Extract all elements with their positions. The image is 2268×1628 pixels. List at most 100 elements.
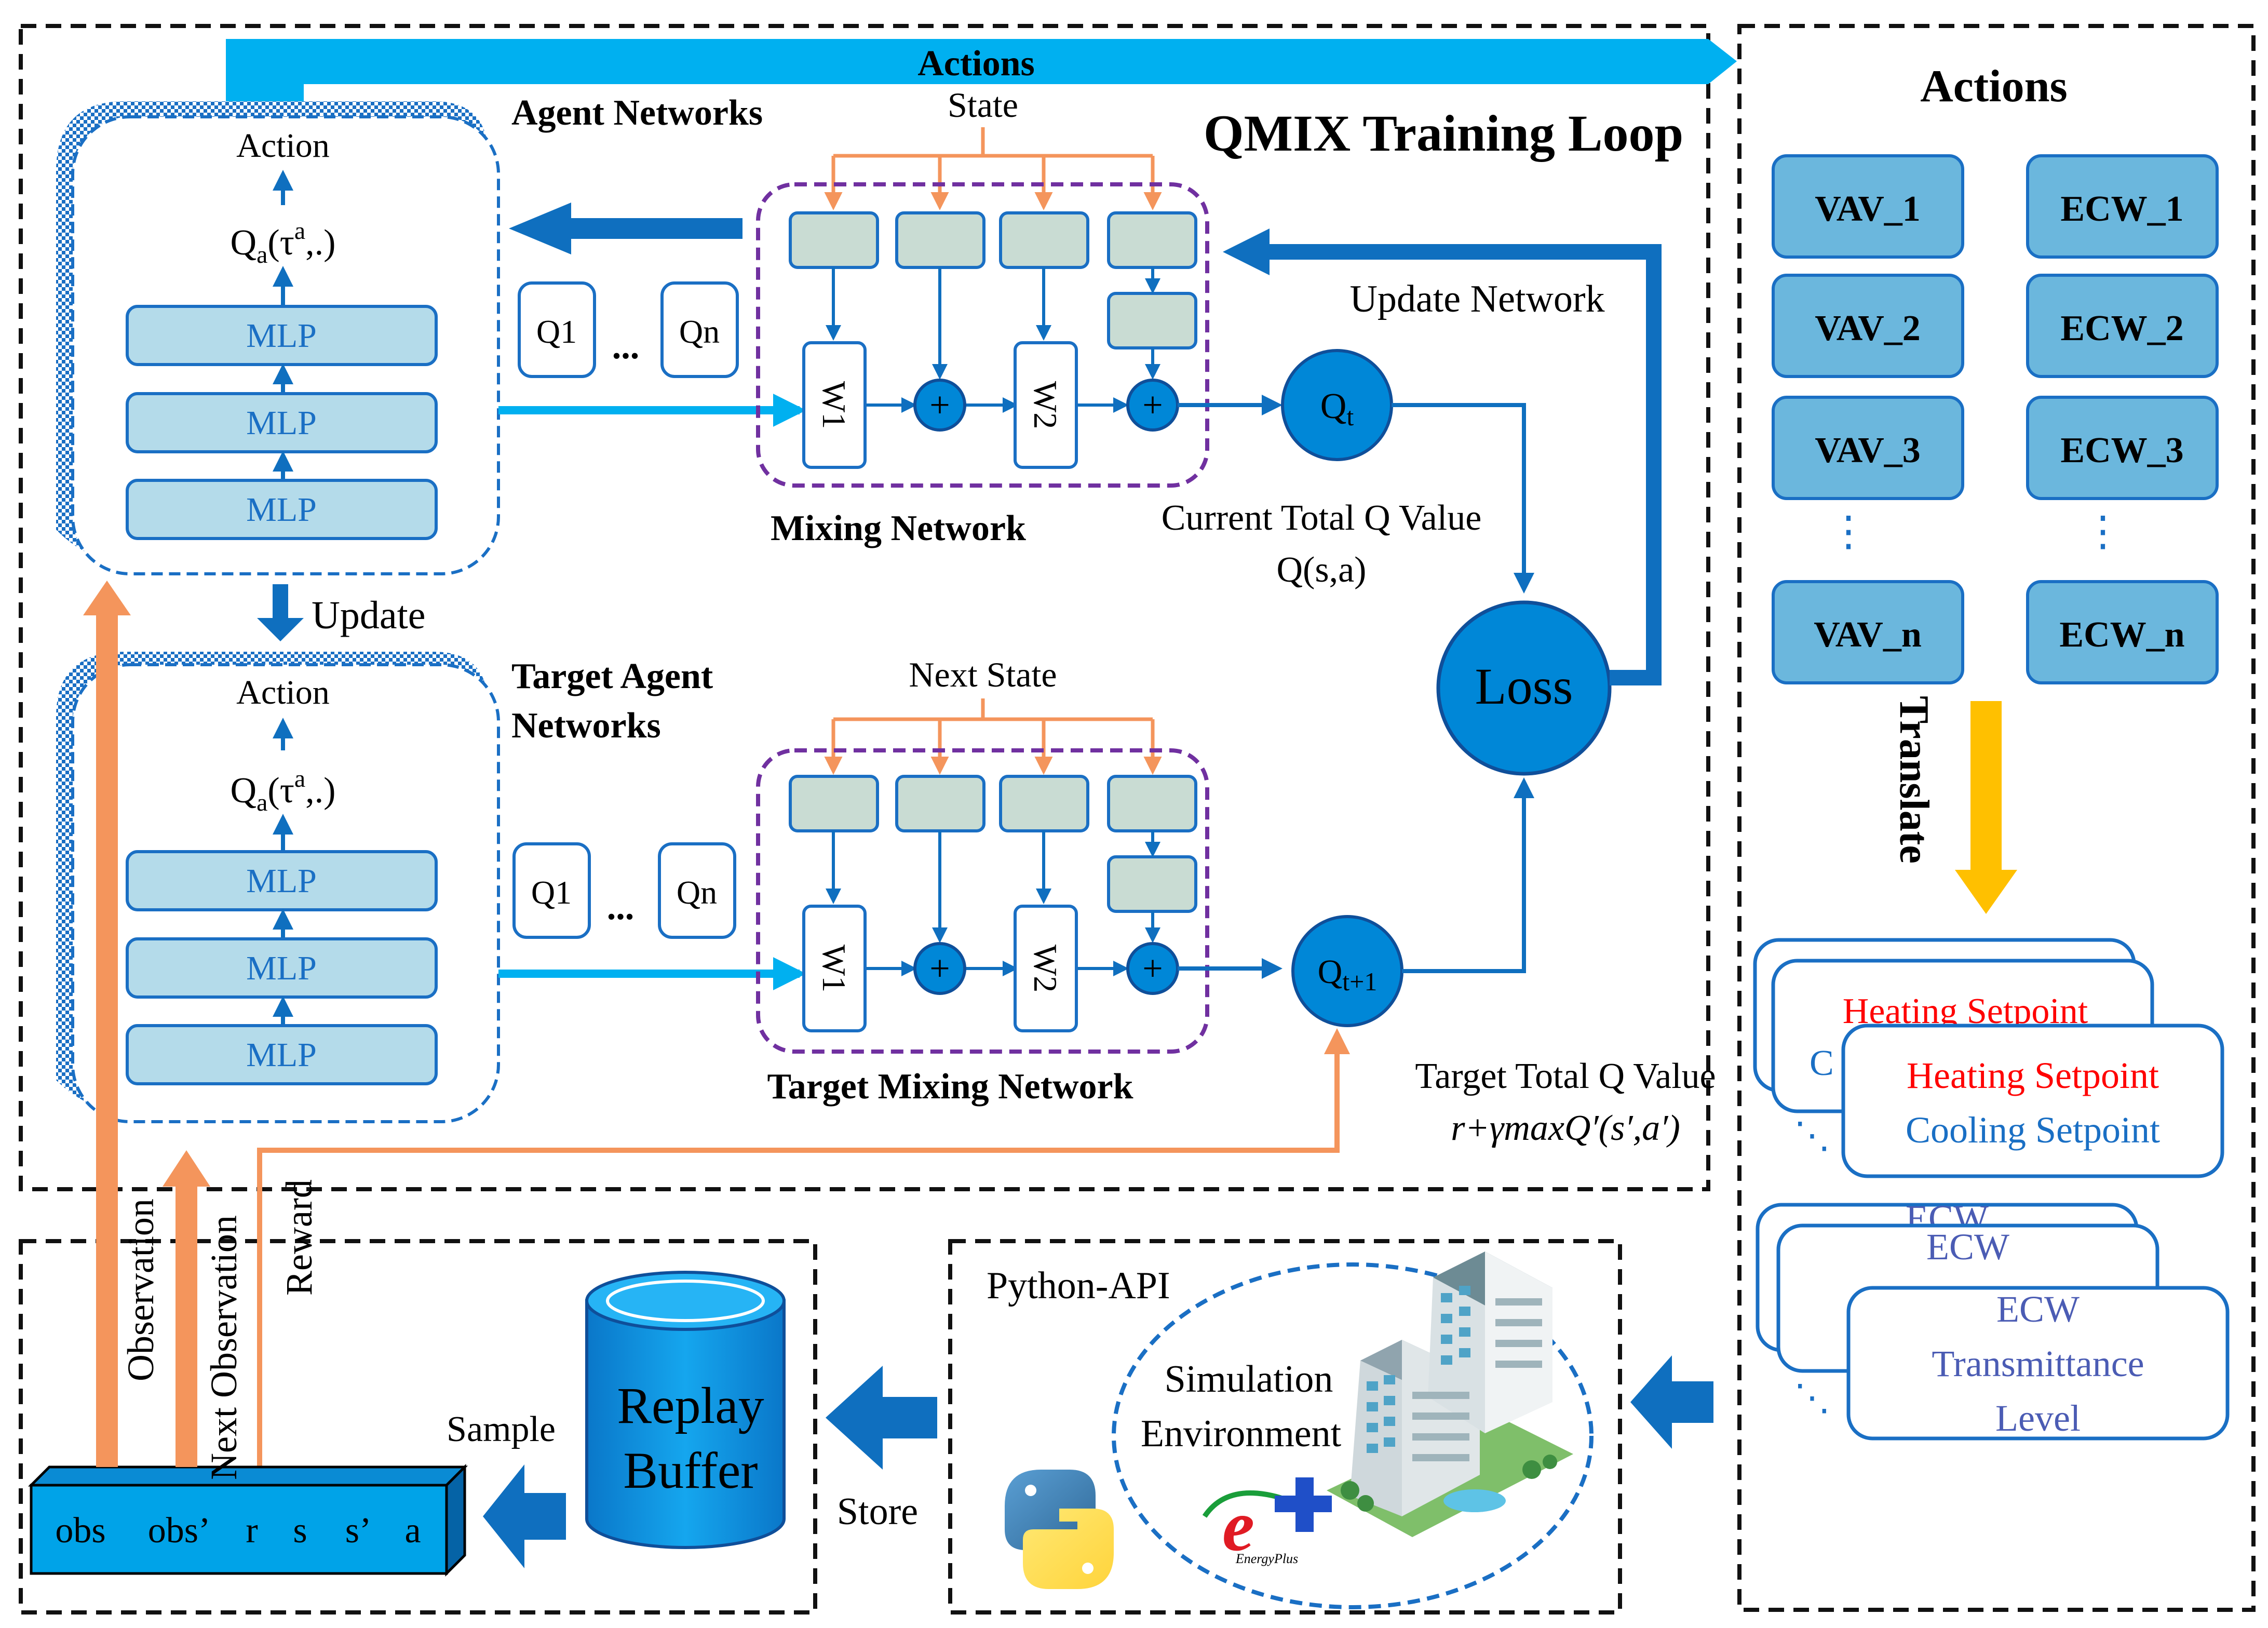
vav-n: VAV_n [1814, 615, 1922, 655]
target-qn-box [658, 842, 736, 939]
tuple-s: s [293, 1511, 307, 1551]
mix-to-agent-arrow [509, 203, 743, 254]
target-q-label: Qa(τa,.) [231, 765, 336, 816]
actions-banner-label: Actions [917, 44, 1035, 84]
target-qn-label: Qn [677, 874, 717, 911]
sim-label-2: Environment [1141, 1412, 1342, 1455]
actions-panel-title: Actions [1920, 61, 2068, 112]
vav-dots: ⋮ [1828, 509, 1869, 555]
actions-banner-arrow [226, 39, 1737, 84]
sample-arrow [483, 1464, 566, 1568]
agent-mlp-3-label: MLP [246, 491, 317, 529]
agent-q1-label: Q1 [536, 313, 577, 350]
mix-plus-1: + [929, 385, 950, 425]
loss-label: Loss [1475, 657, 1573, 715]
observation-label: Observation [120, 1199, 161, 1381]
ecw-front-1: ECW [1996, 1288, 2080, 1330]
vav-2: VAV_2 [1815, 308, 1921, 348]
target-mix-plus-1: + [929, 949, 950, 989]
agent-q1-box [518, 281, 596, 378]
update-network-label: Update Network [1349, 278, 1604, 320]
setpoint-stack-dots: ⋱ [1794, 1116, 1830, 1156]
target-q1-box [512, 842, 591, 939]
agent-networks-title: Agent Networks [511, 93, 763, 133]
store-arrow [826, 1366, 937, 1470]
current-total-q-expr: Q(s,a) [1277, 550, 1367, 590]
next-observation-arrow-shaft [176, 1184, 197, 1467]
energyplus-caption: EnergyPlus [1235, 1551, 1298, 1566]
observation-arrow-shaft [96, 613, 118, 1467]
target-agent-networks: Action Qa(τa,.) MLP MLP MLP [56, 652, 500, 1123]
target-mixing-network-title: Target Mixing Network [767, 1067, 1133, 1107]
qt1-to-loss [1402, 777, 1534, 973]
tuple-r: r [246, 1511, 258, 1551]
next-observation-label: Next Observation [203, 1215, 245, 1480]
ecw-2: ECW_2 [2060, 308, 2183, 348]
target-total-q: Target Total Q Value [1415, 1056, 1716, 1096]
ecw-n: ECW_n [2059, 615, 2184, 655]
agent-q-dots: ... [612, 327, 640, 367]
qmix-title: QMIX Training Loop [1204, 104, 1683, 162]
python-logo-icon [1005, 1470, 1114, 1589]
tuple-s-next: s’ [345, 1511, 372, 1551]
target-mlp-3 [126, 1024, 438, 1085]
training-loop-panel [19, 24, 1710, 1191]
ecw-boxes: ECW_1 ECW_2 ECW_3 ⋮ ECW_n [2026, 154, 2219, 684]
agent-action-label: Action [236, 127, 330, 165]
translate-arrow-shaft [1970, 701, 2002, 872]
target-mixing-network: Next State W1 + W2 [756, 655, 1282, 1054]
agent-qn-label: Qn [679, 313, 720, 350]
store-label: Store [837, 1490, 918, 1533]
next-observation-arrow-head [163, 1150, 210, 1187]
target-mix-w1-label: W1 [816, 945, 853, 992]
ecw-dots: ⋮ [2082, 509, 2124, 555]
current-total-q: Current Total Q Value [1162, 498, 1482, 538]
replay-buffer-label-2: Buffer [623, 1442, 758, 1499]
update-network-arrowhead [1223, 228, 1270, 275]
sim-label-1: Simulation [1165, 1358, 1333, 1401]
energyplus-logo: e EnergyPlus [1202, 1477, 1332, 1566]
vav-3: VAV_3 [1815, 430, 1921, 470]
reward-line [257, 1028, 1350, 1485]
vav-boxes: VAV_1 VAV_2 VAV_3 ⋮ VAV_n [1772, 154, 1964, 684]
svg-text:e: e [1222, 1486, 1254, 1566]
replay-panel [19, 1239, 817, 1614]
update-arrow-shaft [273, 584, 288, 621]
target-agent-title-2: Networks [511, 706, 661, 746]
target-agent-title-1: Target Agent [511, 656, 713, 696]
ecw-cards: ECW ECW ECW Transmittance Level ⋱ [1756, 1198, 2230, 1441]
target-mlp-3-label: MLP [246, 1036, 317, 1074]
mix-state-label: State [948, 85, 1018, 125]
target-total-q-expr: r+γmaxQ′(s′,a′) [1451, 1108, 1680, 1148]
tuple-labels: obs obs’ r s s’ a [55, 1511, 421, 1551]
target-mlp-2-label: MLP [246, 949, 317, 987]
ecw-1: ECW_1 [2060, 189, 2183, 229]
tuple-obs: obs [55, 1511, 105, 1551]
actions-to-env-arrow [1630, 1355, 1713, 1449]
python-api-label: Python-API [987, 1264, 1170, 1307]
target-mlp-1-label: MLP [246, 862, 317, 900]
actions-panel [1737, 24, 2256, 1612]
qt-to-loss [1392, 403, 1534, 594]
loss-node [1436, 600, 1612, 776]
update-label: Update [312, 594, 425, 637]
translate-arrow-head [1955, 870, 2017, 914]
agent-networks: Action Qa(τa,.) MLP MLP MLP [56, 101, 500, 575]
agent-qn-box [660, 281, 739, 378]
mix-plus-2: + [1142, 385, 1163, 425]
translate-label: Translate [1891, 696, 1937, 864]
observation-arrow-head [83, 581, 131, 615]
ecw-front-3: Level [1995, 1397, 2081, 1439]
update-network-arrow [1259, 244, 1662, 685]
agent-mlp-3 [126, 479, 438, 540]
agent-q-label: Qa(τa,.) [231, 217, 336, 268]
target-mix-state-label: Next State [909, 655, 1057, 694]
target-action-label: Action [236, 674, 330, 711]
target-mix-w2-label: W2 [1027, 945, 1064, 992]
agent-mlp-2-label: MLP [246, 404, 317, 442]
simulation-ellipse [1112, 1262, 1594, 1609]
mixing-network: State W1 + W2 + [756, 85, 1282, 488]
target-q-dots: ... [607, 887, 634, 927]
setpoint-back-partial: C [1810, 1043, 1834, 1083]
tuple-a: a [404, 1511, 421, 1551]
